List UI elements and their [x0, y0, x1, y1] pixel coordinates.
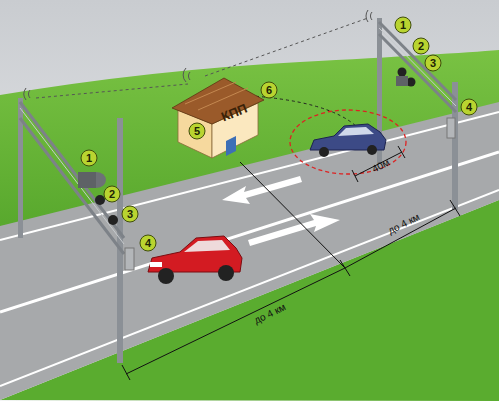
blue-car — [310, 124, 386, 157]
left-gantry — [18, 98, 134, 363]
detection-zone — [290, 110, 406, 174]
lane-arrow — [248, 214, 340, 246]
callout-number: 6 — [261, 82, 278, 99]
callout-number: 3 — [425, 55, 442, 72]
right-gantry — [377, 18, 458, 210]
radio-link — [205, 18, 368, 76]
radio-link — [36, 84, 188, 98]
callout-number: 5 — [189, 123, 206, 140]
dimension-lines — [122, 146, 460, 380]
callout-number: 1 — [81, 150, 98, 167]
lane-arrow — [222, 176, 302, 204]
checkpoint-building — [172, 68, 264, 158]
callout-number: 4 — [140, 235, 157, 252]
callout-number: 1 — [395, 17, 412, 34]
callout-number: 3 — [122, 206, 139, 223]
callout-number: 4 — [461, 99, 478, 116]
callout-number: 2 — [104, 186, 121, 203]
road — [0, 102, 499, 400]
red-car — [148, 236, 242, 284]
callout-number: 2 — [413, 38, 430, 55]
